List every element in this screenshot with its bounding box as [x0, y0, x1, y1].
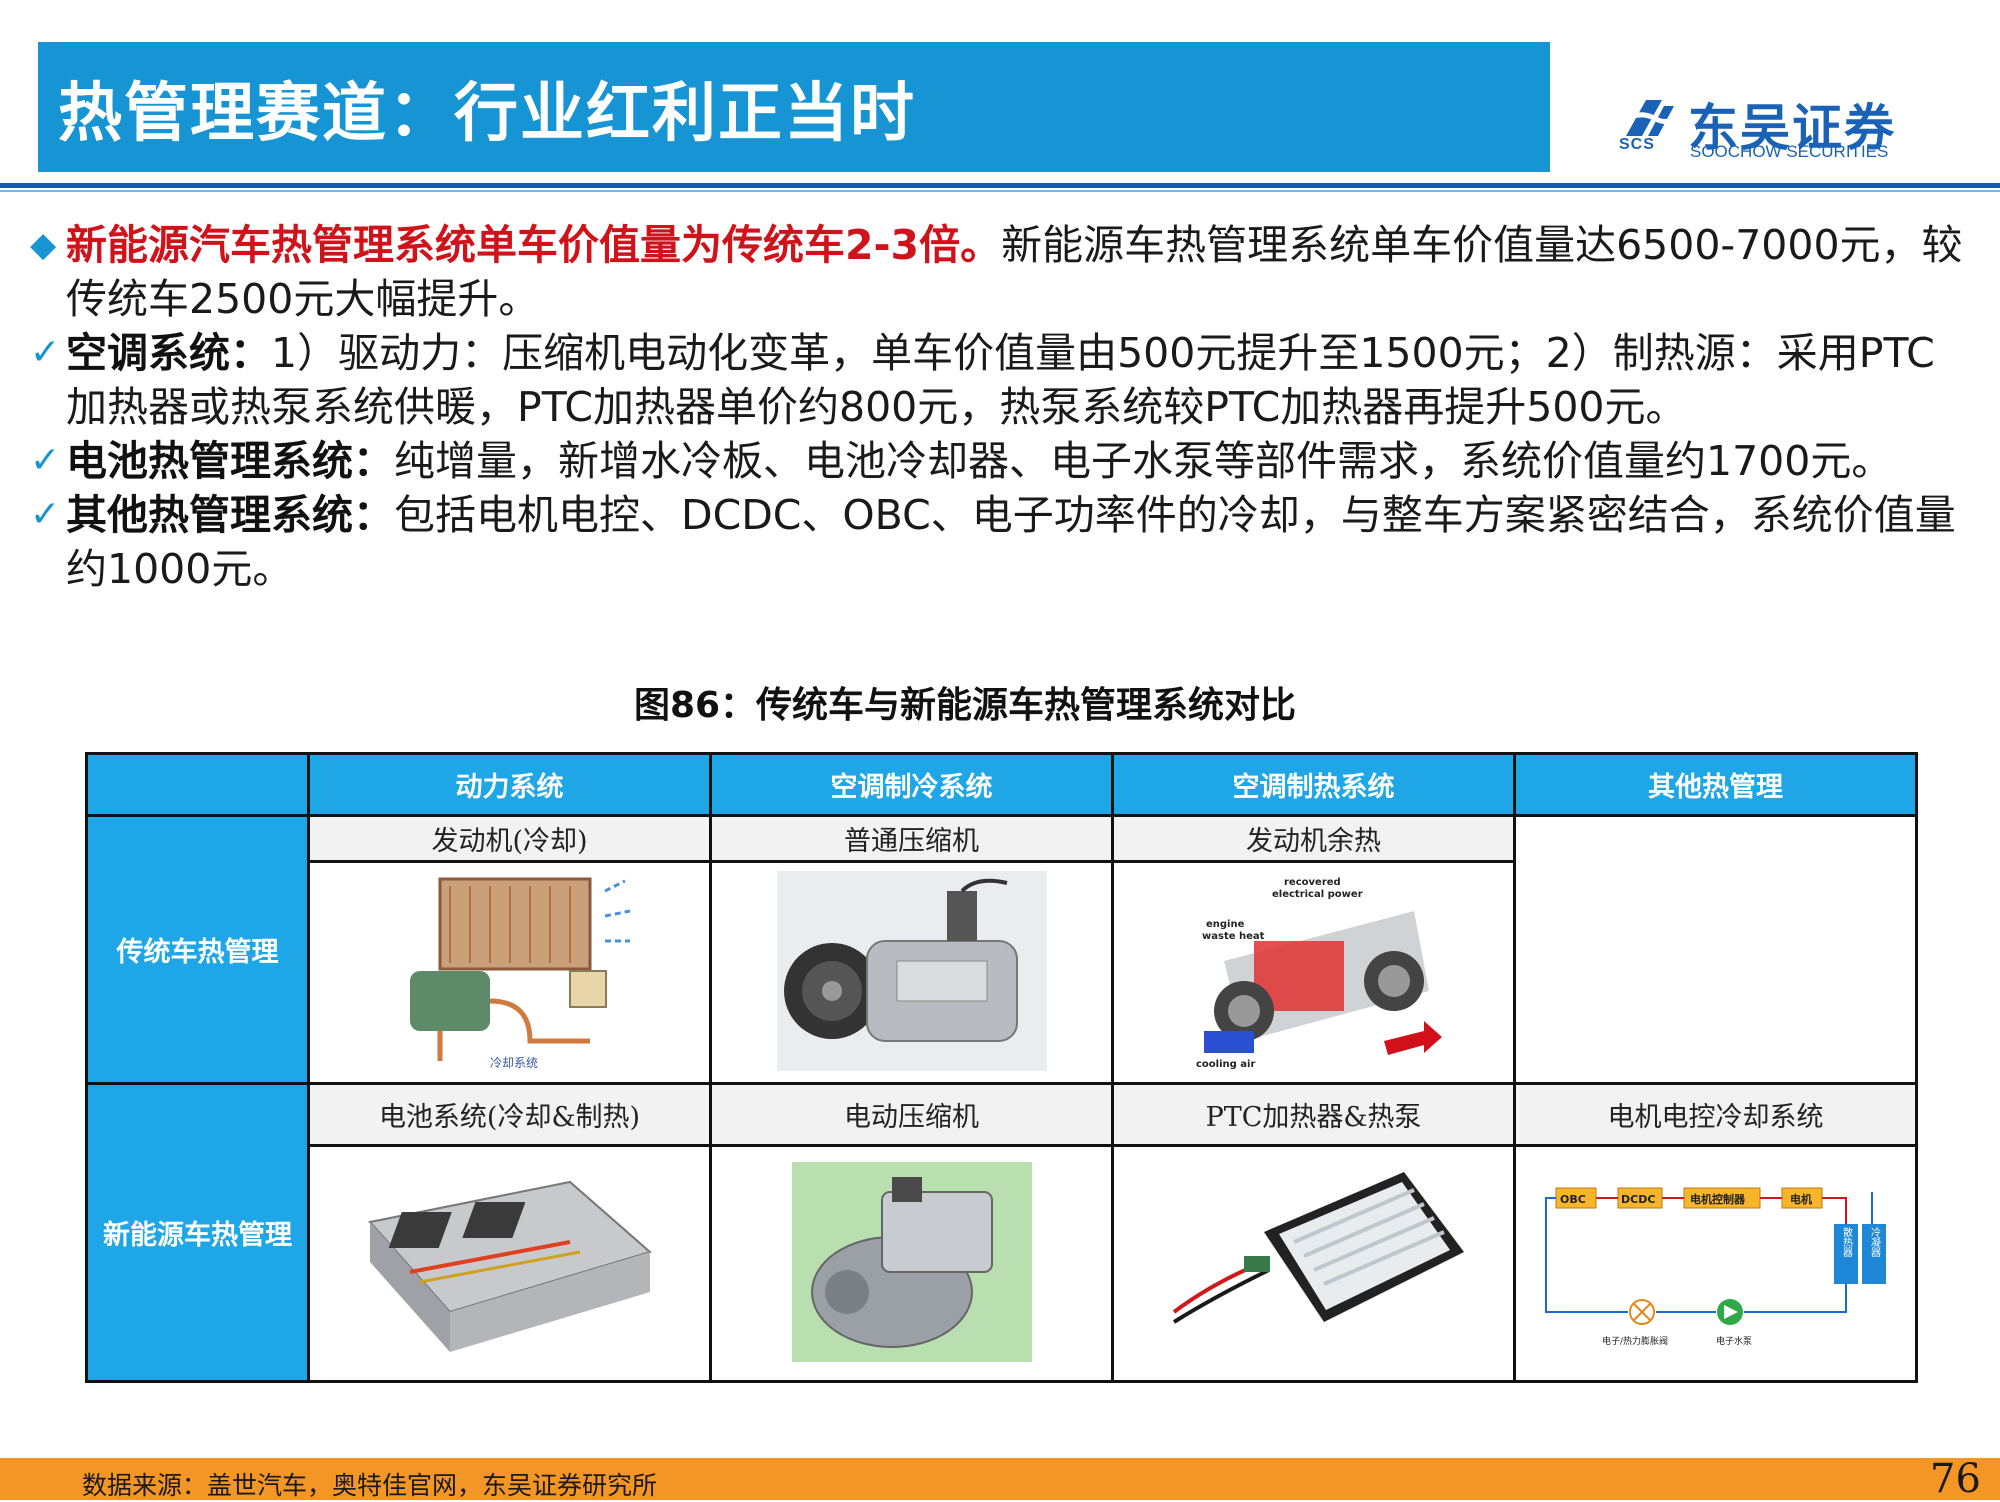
- electric-compressor-illustration: [791, 1161, 1032, 1362]
- bullet-lead: 电池热管理系统：: [66, 437, 394, 485]
- page-number: 76: [1930, 1456, 1981, 1502]
- table-row: 冷却系统 recovered electrical power engine w…: [87, 860, 1917, 1085]
- diagram-label: DCDC: [1621, 1193, 1655, 1206]
- soochow-logo: SCS 东吴证券 SOOCHOW SECURITIES: [1618, 88, 1898, 162]
- bullet-item: ✓ 空调系统：1）驱动力：压缩机电动化变革，单车价值量由500元提升至1500元…: [30, 326, 1975, 434]
- bullet-lead: 其他热管理系统：: [66, 491, 394, 539]
- cell-label: 发动机(冷却): [307, 814, 712, 863]
- column-header: 动力系统: [307, 752, 712, 817]
- diagram-label: 冷凝器: [1868, 1225, 1880, 1257]
- table-row: OBC DCDC 电机控制器 电机 散热器 冷凝器: [87, 1144, 1918, 1383]
- row-header-nev: 新能源车热管理: [85, 1082, 310, 1383]
- motor-cooling-diagram: OBC DCDC 电机控制器 电机 散热器 冷凝器: [1513, 1144, 1918, 1383]
- column-header: 空调制热系统: [1111, 752, 1516, 817]
- comparison-table: 动力系统 空调制冷系统 空调制热系统 其他热管理 传统车热管理 发动机(冷却) …: [85, 752, 1918, 1383]
- logo-mark-icon: [1620, 100, 1678, 136]
- compressor-illustration: [776, 870, 1047, 1071]
- bullet-lead: 空调系统：: [66, 329, 271, 377]
- bullet-item: ✓ 电池热管理系统：纯增量，新增水冷板、电池冷却器、电子水泵等部件需求，系统价值…: [30, 434, 1975, 488]
- bullet-text: 包括电机电控、DCDC、OBC、电子功率件的冷却，与整车方案紧密结合，系统价值量…: [66, 491, 1956, 593]
- table-row: 传统车热管理 发动机(冷却) 普通压缩机 发动机余热: [85, 814, 1918, 1085]
- footer-bar: [0, 1458, 2000, 1500]
- cell-label: PTC加热器&热泵: [1111, 1082, 1516, 1147]
- bullet-text: 新能源车热管理系统单车价值量达6500-7000元，较传统车2500元大幅提升。: [66, 221, 1963, 323]
- logo-mark-text: SCS: [1619, 136, 1655, 153]
- diagram-label: 电子水泵: [1716, 1335, 1752, 1347]
- electric-compressor-image: [709, 1144, 1114, 1383]
- logo-text-en: SOOCHOW SECURITIES: [1690, 142, 1889, 161]
- image-text: cooling air: [1196, 1059, 1255, 1070]
- empty-cell: [1513, 814, 1918, 1085]
- waste-heat-illustration: recovered electrical power engine waste …: [1196, 877, 1442, 1070]
- table-header-row: 动力系统 空调制冷系统 空调制热系统 其他热管理: [85, 752, 1918, 817]
- checkmark-icon: ✓: [30, 440, 61, 481]
- cell-label: 电池系统(冷却&制热): [307, 1082, 712, 1147]
- bullet-list: ◆ 新能源汽车热管理系统单车价值量为传统车2-3倍。新能源车热管理系统单车价值量…: [30, 218, 1975, 596]
- data-source: 数据来源：盖世汽车，奥特佳官网，东吴证券研究所: [82, 1471, 658, 1500]
- column-header: 其他热管理: [1513, 752, 1918, 817]
- bullet-text: 1）驱动力：压缩机电动化变革，单车价值量由500元提升至1500元；2）制热源：…: [66, 329, 1935, 431]
- diagram-label: OBC: [1560, 1193, 1586, 1206]
- logo-text-cn: 东吴证券: [1688, 99, 1896, 157]
- cell-label: 电动压缩机: [709, 1082, 1114, 1147]
- diamond-icon: ◆: [30, 225, 57, 265]
- table-corner: [85, 752, 310, 817]
- header-rule-light: [0, 190, 2000, 192]
- diagram-label: 电机控制器: [1690, 1192, 1746, 1206]
- checkmark-icon: ✓: [30, 494, 61, 535]
- image-text: waste heat: [1202, 931, 1265, 942]
- cell-label: 普通压缩机: [709, 814, 1114, 863]
- table-row: 新能源车热管理 电池系统(冷却&制热) 电动压缩机 PTC加热器&热泵 电机电控…: [85, 1082, 1918, 1383]
- bullet-item: ◆ 新能源汽车热管理系统单车价值量为传统车2-3倍。新能源车热管理系统单车价值量…: [30, 218, 1975, 326]
- diagram-label: 电子/热力膨胀阀: [1602, 1335, 1668, 1347]
- ptc-heater-image: [1111, 1144, 1516, 1383]
- title-bar: [38, 42, 1550, 172]
- image-text: recovered: [1284, 877, 1341, 888]
- image-text: electrical power: [1272, 889, 1363, 900]
- engine-waste-heat-image: recovered electrical power engine waste …: [1111, 860, 1516, 1085]
- ptc-heater-illustration: [1172, 1171, 1464, 1324]
- diagram-label: 散热器: [1840, 1225, 1852, 1257]
- bullet-item: ✓ 其他热管理系统：包括电机电控、DCDC、OBC、电子功率件的冷却，与整车方案…: [30, 488, 1975, 596]
- diagram-label: 电机: [1790, 1192, 1812, 1206]
- battery-pack-image: [307, 1144, 712, 1383]
- bullet-text: 纯增量，新增水冷板、电池冷却器、电子水泵等部件需求，系统价值量约1700元。: [394, 437, 1893, 485]
- cell-label: 发动机余热: [1111, 814, 1516, 863]
- header-rule: [0, 183, 2000, 188]
- page-title: 热管理赛道：行业红利正当时: [58, 77, 916, 151]
- cell-label: 电机电控冷却系统: [1513, 1082, 1918, 1147]
- motor-cooling-illustration: OBC DCDC 电机控制器 电机 散热器 冷凝器: [1544, 1187, 1886, 1347]
- row-header-traditional: 传统车热管理: [85, 814, 310, 1085]
- bullet-lead: 新能源汽车热管理系统单车价值量为传统车2-3倍。: [66, 221, 1002, 269]
- engine-cooling-image: 冷却系统: [307, 860, 712, 1085]
- image-caption: 冷却系统: [490, 1056, 538, 1070]
- column-header: 空调制冷系统: [709, 752, 1114, 817]
- engine-cooling-illustration: 冷却系统: [409, 877, 630, 1070]
- figure-caption: 图86：传统车与新能源车热管理系统对比: [633, 685, 1297, 726]
- checkmark-icon: ✓: [30, 332, 61, 373]
- image-text: engine: [1206, 919, 1245, 930]
- battery-pack-illustration: [367, 1180, 652, 1352]
- compressor-image: [709, 860, 1114, 1085]
